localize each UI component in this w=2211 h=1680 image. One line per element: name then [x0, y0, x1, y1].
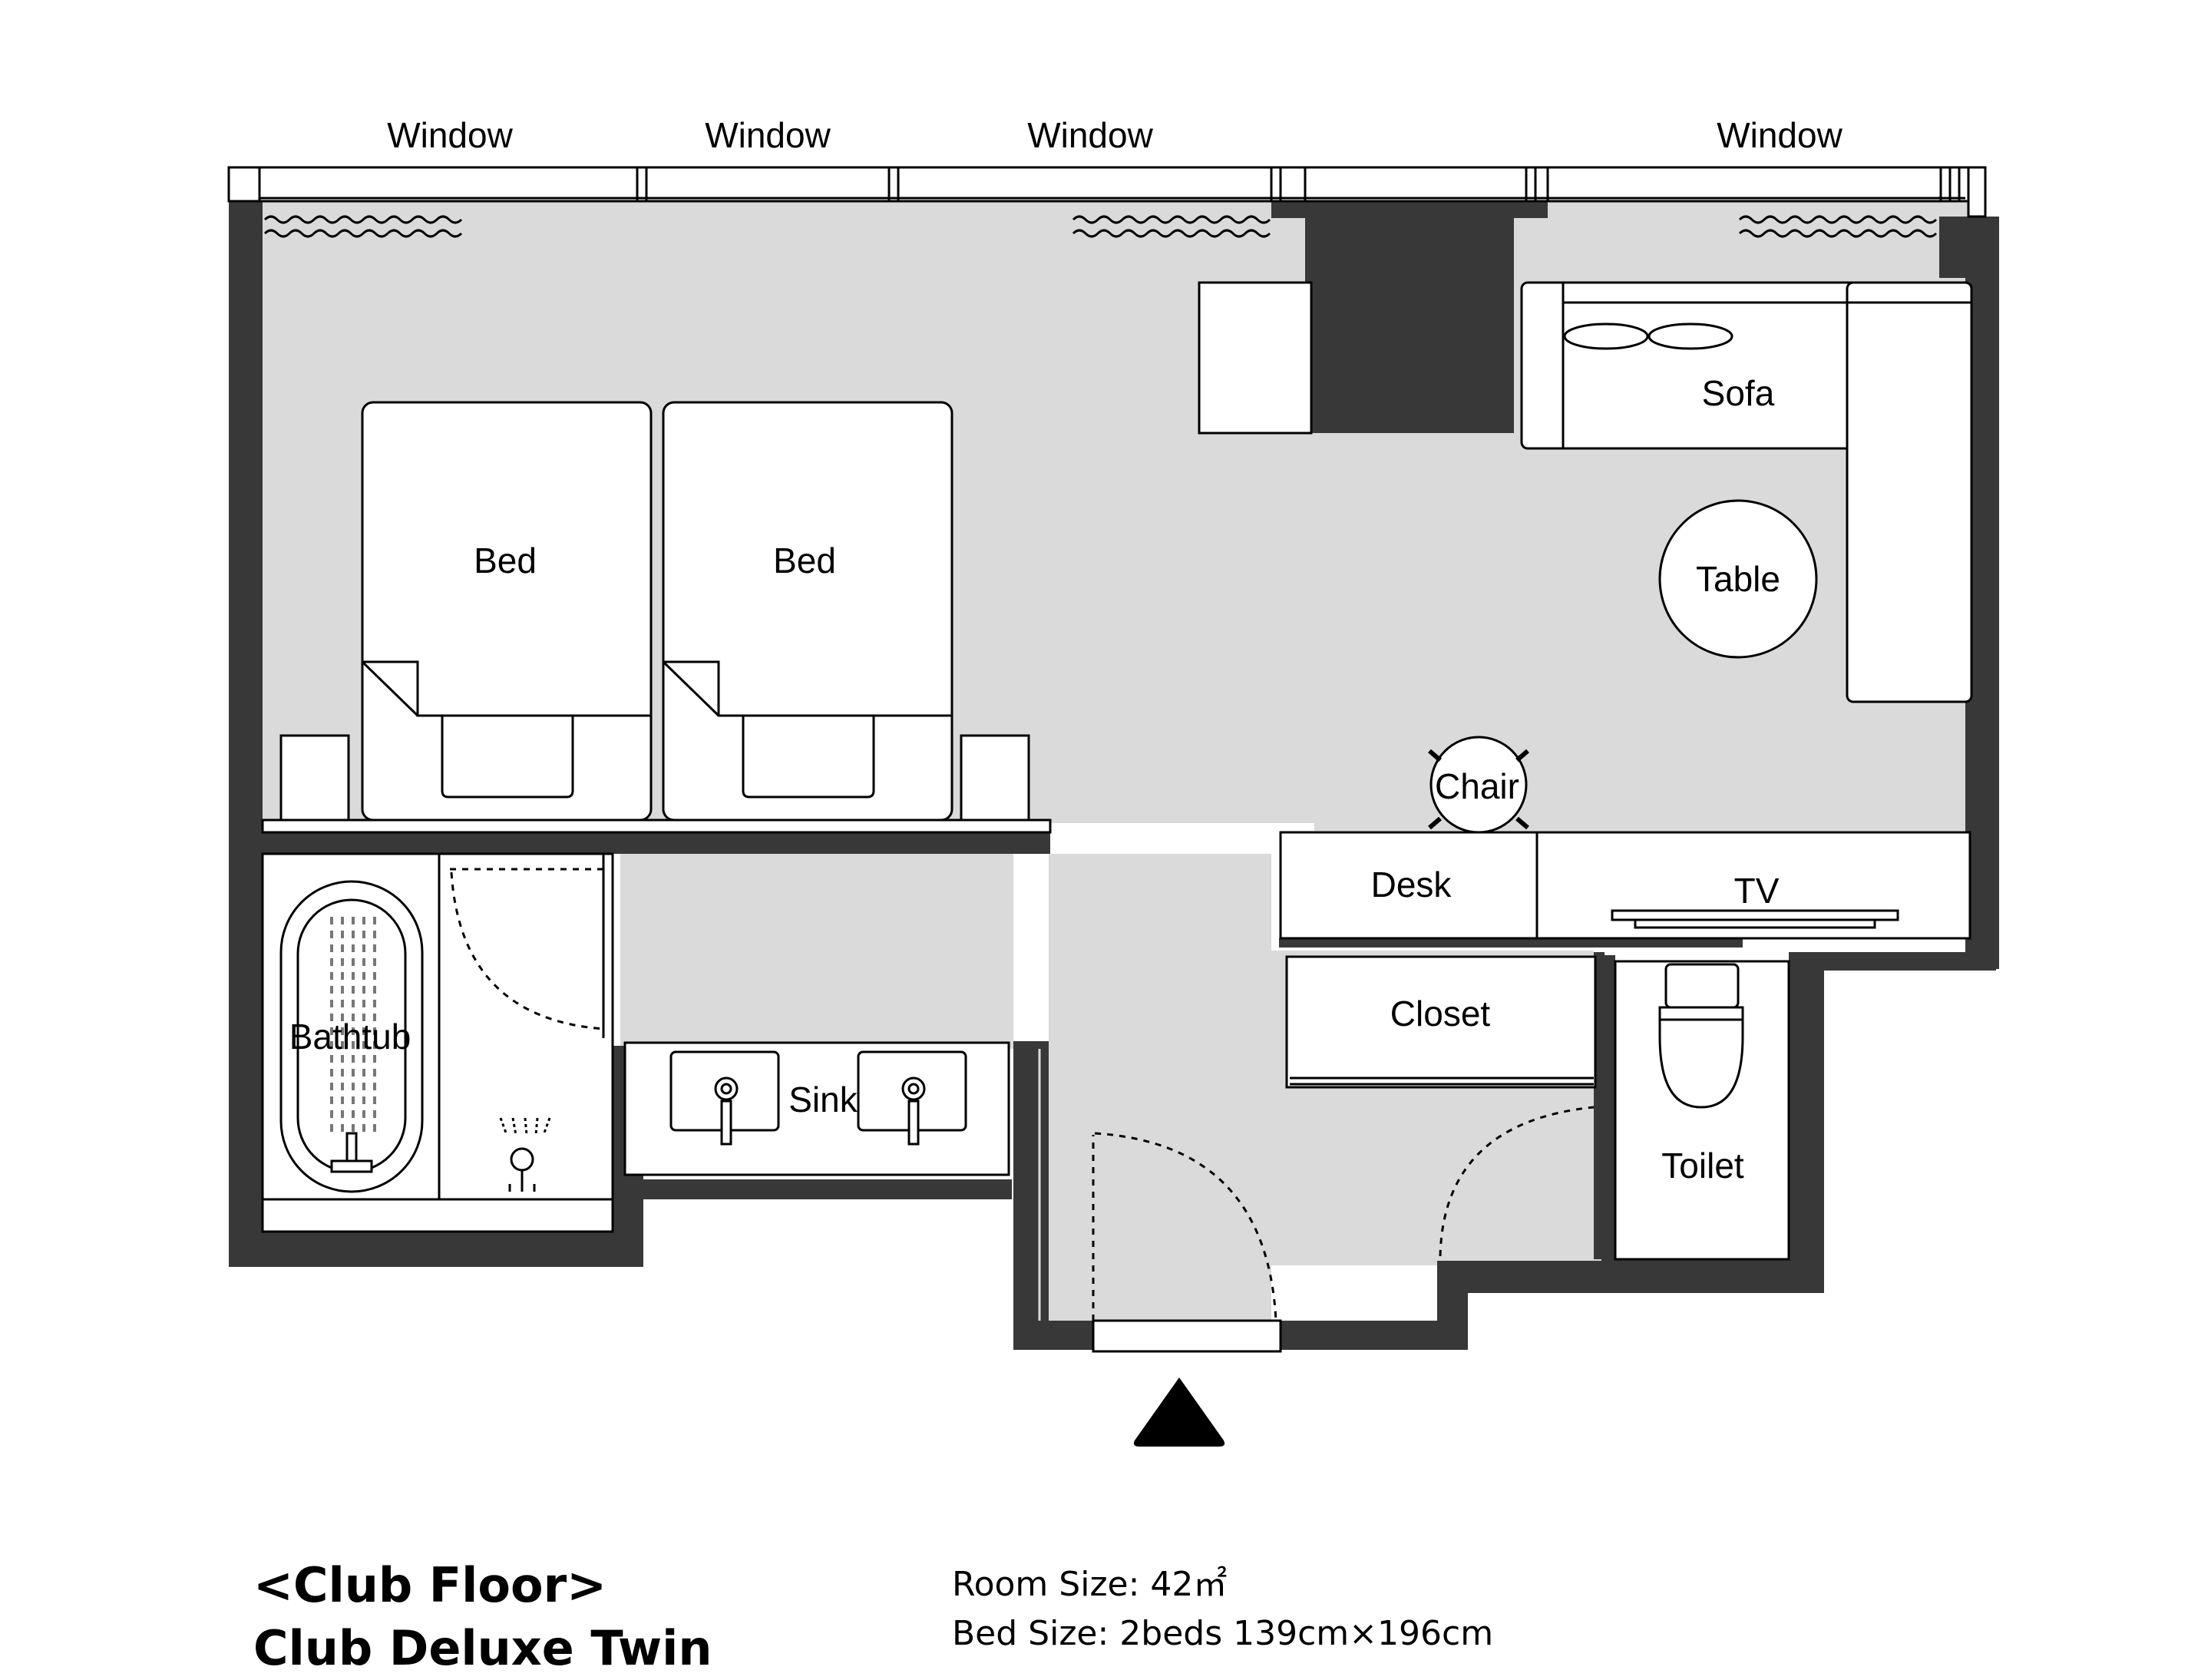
- entrance-door: [1038, 1049, 1282, 1353]
- closet: [1285, 955, 1597, 1089]
- window-label-3: Window: [1027, 115, 1153, 155]
- faucet-icon: [330, 1132, 373, 1173]
- closet-label: Closet: [1390, 994, 1491, 1033]
- tv-label: TV: [1734, 871, 1780, 911]
- shower-icon: [499, 1117, 551, 1192]
- toilet-label: Toilet: [1661, 1146, 1744, 1186]
- entrance-arrow-icon: [1133, 1377, 1225, 1447]
- window-frames: [227, 166, 1987, 218]
- sofa-label: Sofa: [1702, 373, 1775, 413]
- sofa: [1520, 281, 1973, 703]
- chair: [1428, 736, 1529, 834]
- nightstands: [279, 734, 1030, 822]
- room-name: Club Deluxe Twin: [253, 1620, 712, 1676]
- bed-size: Bed Size: 2beds 139cm×196cm: [952, 1614, 1494, 1653]
- room-title-block: <Club Floor> Club Deluxe Twin: [253, 1554, 712, 1680]
- tv: [1611, 909, 1899, 929]
- floor-name: <Club Floor>: [253, 1557, 607, 1613]
- curtain-icon: [263, 215, 1938, 238]
- sink-counter: [623, 1041, 1010, 1176]
- bathtub-label: Bathtub: [289, 1017, 411, 1057]
- table: [1658, 499, 1818, 659]
- desk-label: Desk: [1371, 865, 1453, 904]
- bathroom-door-swing: [450, 868, 604, 1030]
- room-size: Room Size: 42㎡: [952, 1565, 1228, 1604]
- bathtub-water-pattern: [330, 917, 376, 1136]
- sink-label: Sink: [788, 1080, 858, 1119]
- headboard-shelf: [261, 819, 1052, 834]
- side-cabinet: [1198, 281, 1313, 435]
- toilet-fixture: [1658, 963, 1744, 1109]
- walls: [229, 201, 1999, 1350]
- room-spec-block: Room Size: 42㎡ Bed Size: 2beds 139cm×196…: [952, 1560, 1493, 1659]
- table-label: Table: [1696, 559, 1780, 599]
- window-label-2: Window: [705, 115, 831, 155]
- toilet-door-swing: [1439, 1106, 1595, 1257]
- chair-label: Chair: [1435, 766, 1519, 806]
- bed-right: [662, 401, 953, 822]
- bed-left: [361, 401, 653, 822]
- window-label-1: Window: [387, 115, 513, 155]
- window-label-4: Window: [1717, 115, 1842, 155]
- bed-right-label: Bed: [773, 541, 836, 580]
- bed-left-label: Bed: [474, 541, 537, 580]
